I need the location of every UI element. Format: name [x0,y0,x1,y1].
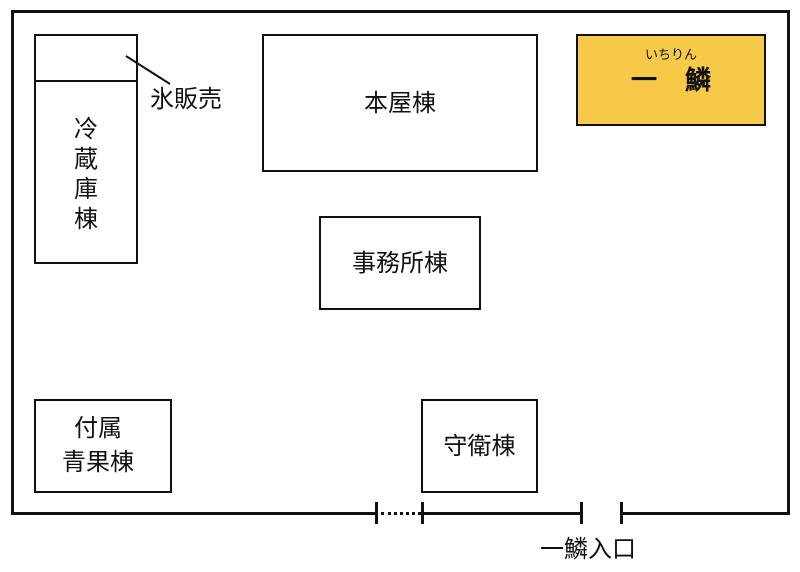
ichirin-name: 一鱗 [630,66,739,96]
entrance-gate-left [580,502,583,524]
boundary-left [11,10,14,515]
entrance-label: 一鱗入口 [540,535,636,563]
seika-label: 青果棟 [62,448,134,476]
fuzoku-label: 付属 [74,414,122,442]
reizoko-label: 冷 蔵 庫 棟 [74,115,98,233]
ice-sales-label: 氷販売 [150,85,222,113]
ice-sales-leader-line [125,55,171,85]
ice-sales-divider [36,80,136,82]
jimusho-building: 事務所棟 [319,216,481,310]
boundary-gap-tick-left [375,502,378,524]
boundary-dotted-gap [381,512,421,515]
boundary-bottom-right [620,512,790,515]
shuei-label: 守衛棟 [443,432,516,460]
boundary-right [787,10,790,515]
shuei-building: 守衛棟 [421,399,538,493]
fuzoku-seika-building: 付属 青果棟 [34,399,172,493]
honya-label: 本屋棟 [364,89,436,117]
honya-building: 本屋棟 [262,34,538,172]
ichirin-ruby: いちりん [644,48,697,63]
reizoko-building: 冷 蔵 庫 棟 [34,34,138,264]
ichirin-text: いちりん 一鱗 [578,48,764,96]
boundary-top [11,10,790,13]
ichirin-building: いちりん 一鱗 [576,34,766,126]
jimusho-label: 事務所棟 [352,249,448,277]
boundary-bottom-left [11,512,377,515]
boundary-bottom-middle [421,512,583,515]
